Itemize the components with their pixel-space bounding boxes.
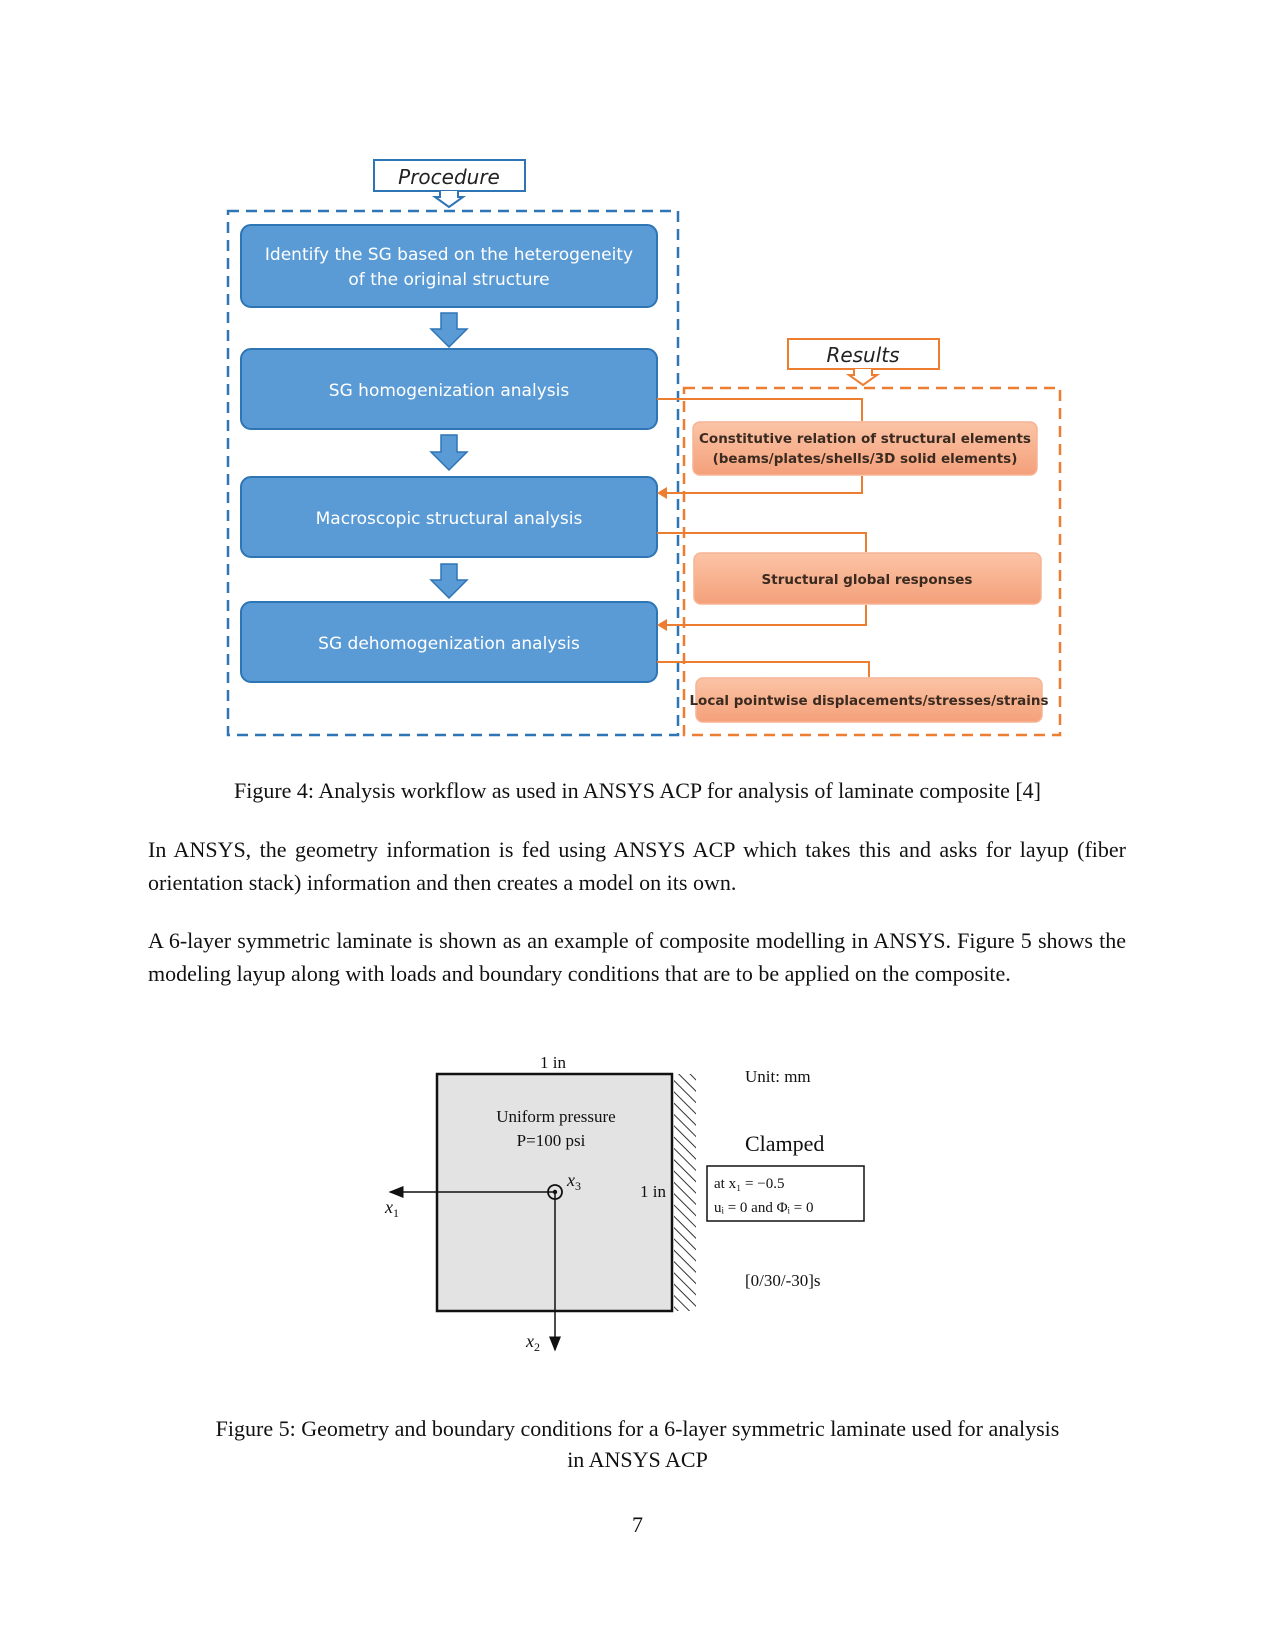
width-label: 1 in xyxy=(540,1053,566,1072)
bc-line-1: at x₁ = −0.5 xyxy=(714,1176,784,1192)
svg-text:Macroscopic structural analysi: Macroscopic structural analysis xyxy=(316,509,583,529)
svg-text:Constitutive relation of struc: Constitutive relation of structural elem… xyxy=(699,431,1031,447)
step-identify-sg: Identify the SG based on the heterogenei… xyxy=(240,224,658,308)
result-connectors xyxy=(657,398,870,677)
down-arrow-icon xyxy=(429,563,469,600)
procedure-container xyxy=(226,209,680,737)
down-arrow-icon xyxy=(429,312,469,349)
arrowhead-icon xyxy=(657,619,667,631)
paragraph-1: In ANSYS, the geometry information is fe… xyxy=(148,837,1126,895)
bc-line-2: uᵢ = 0 and Φᵢ = 0 xyxy=(714,1200,813,1216)
figure-5-caption-line-1: Figure 5: Geometry and boundary conditio… xyxy=(215,1416,1060,1441)
result-structural-global-responses: Structural global responses xyxy=(693,552,1042,605)
boundary-condition-box xyxy=(706,1165,865,1222)
down-arrow-icon xyxy=(429,434,469,472)
x2-label: x2 xyxy=(525,1331,540,1354)
result-constitutive-relation: Constitutive relation of structural elem… xyxy=(692,421,1038,476)
svg-text:(beams/plates/shells/3D solid: (beams/plates/shells/3D solid elements) xyxy=(713,451,1018,467)
procedure-label-box xyxy=(373,159,526,192)
svg-text:SG dehomogenization analysis: SG dehomogenization analysis xyxy=(318,634,580,654)
arrowhead-icon xyxy=(657,487,667,499)
figure-4-workflow: Procedure Results Identify the SG based … xyxy=(226,159,1062,737)
svg-text:Identify the SG based on the h: Identify the SG based on the heterogenei… xyxy=(265,245,633,265)
pressure-line-2: P=100 psi xyxy=(517,1131,586,1150)
step-sg-homogenization: SG homogenization analysis xyxy=(240,348,658,430)
svg-text:Structural global responses: Structural global responses xyxy=(762,572,973,588)
x1-label: x1 xyxy=(384,1197,399,1220)
paragraph-2: A 6-layer symmetric laminate is shown as… xyxy=(148,928,1126,986)
figure-5-geometry: 1 in Uniform pressure P=100 psi x3 x1 x2… xyxy=(384,1053,865,1354)
step-sg-dehomogenization: SG dehomogenization analysis xyxy=(240,601,658,683)
figure-4-caption: Figure 4: Analysis workflow as used in A… xyxy=(233,778,1041,803)
results-pointer-icon xyxy=(845,369,881,387)
svg-text:Local pointwise displacements/: Local pointwise displacements/stresses/s… xyxy=(689,693,1048,709)
clamped-label: Clamped xyxy=(745,1131,824,1156)
result-local-pointwise: Local pointwise displacements/stresses/s… xyxy=(689,677,1049,723)
procedure-pointer-icon xyxy=(431,191,467,209)
figure-5-caption: Figure 5: Geometry and boundary conditio… xyxy=(140,1413,1135,1475)
step-macroscopic-analysis: Macroscopic structural analysis xyxy=(240,476,658,558)
procedure-label: Procedure xyxy=(398,165,500,189)
page-number: 7 xyxy=(632,1512,643,1537)
clamped-hatching xyxy=(674,1074,696,1311)
results-container xyxy=(682,386,1062,737)
results-label-box xyxy=(787,338,940,370)
height-label: 1 in xyxy=(640,1182,666,1201)
x3-axis-icon xyxy=(547,1184,563,1200)
svg-text:SG homogenization analysis: SG homogenization analysis xyxy=(329,381,570,401)
pressure-line-1: Uniform pressure xyxy=(496,1107,615,1126)
layup-label: [0/30/-30]s xyxy=(745,1271,821,1290)
figure-5-caption-line-2: in ANSYS ACP xyxy=(567,1447,708,1472)
unit-label: Unit: mm xyxy=(745,1067,811,1086)
results-label: Results xyxy=(826,343,899,367)
x3-label: x3 xyxy=(566,1170,581,1193)
svg-text:of the original structure: of the original structure xyxy=(348,270,549,290)
